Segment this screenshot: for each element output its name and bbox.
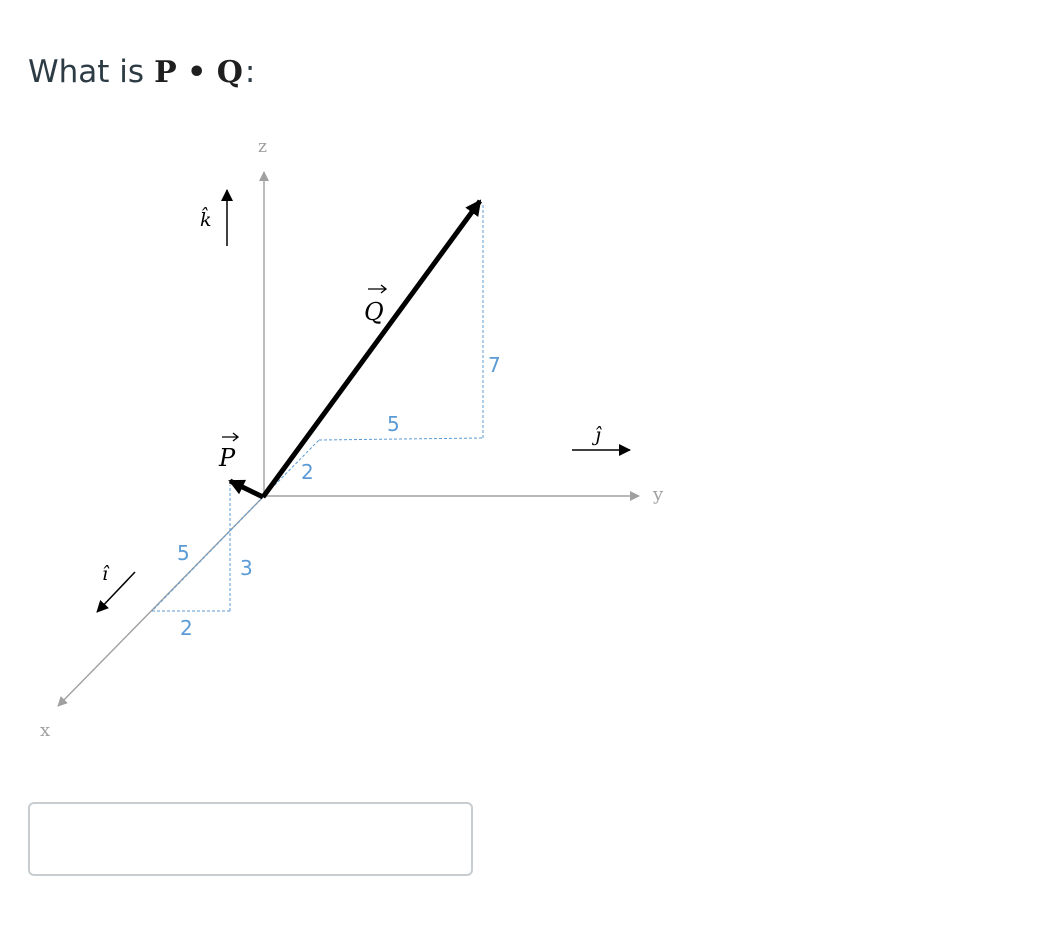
vectors: Q P <box>218 199 483 500</box>
dimension-labels: 5 3 2 2 5 7 <box>177 353 501 640</box>
y-axis-label: y <box>652 484 664 505</box>
vector-p-label: P <box>218 444 236 472</box>
q-y-dimension-line <box>318 437 484 441</box>
question-suffix: : <box>244 54 256 90</box>
vector-q-arrow <box>260 199 483 499</box>
k-hat-label: k̂ <box>200 206 212 231</box>
q-x-dimension-label: 2 <box>301 460 314 484</box>
p-z-dimension-label: 3 <box>240 556 253 580</box>
question-prefix: What is <box>28 54 145 90</box>
q-z-dimension-label: 7 <box>488 353 501 377</box>
i-hat-label: ı̂ <box>102 563 110 585</box>
x-axis <box>57 495 265 707</box>
dimension-lines <box>151 205 484 612</box>
vector-p-label-arrow <box>222 432 240 442</box>
p-x-dimension-line <box>151 495 265 612</box>
x-axis-label: x <box>40 720 50 741</box>
axes: z y x <box>40 137 664 741</box>
unit-vectors: k̂ ȷ̂ ı̂ <box>96 189 631 613</box>
p-x-dimension-label: 5 <box>177 541 190 565</box>
q-x-dimension-line <box>263 439 320 497</box>
question-text: What is P • Q : <box>28 54 255 100</box>
z-axis-label: z <box>258 137 267 157</box>
vector-diagram: z y x 5 3 2 2 5 7 Q P <box>40 137 664 741</box>
p-y-dimension-label: 2 <box>180 616 193 640</box>
q-y-dimension-label: 5 <box>387 412 400 436</box>
j-hat-label: ȷ̂ <box>591 424 602 446</box>
answer-input[interactable] <box>28 802 473 876</box>
vector-q-label-arrow <box>368 284 388 294</box>
i-hat-arrow <box>96 571 136 613</box>
vector-p-arrow <box>228 478 265 500</box>
vector-q-label: Q <box>364 298 384 326</box>
question-expression: P • Q <box>154 55 243 90</box>
